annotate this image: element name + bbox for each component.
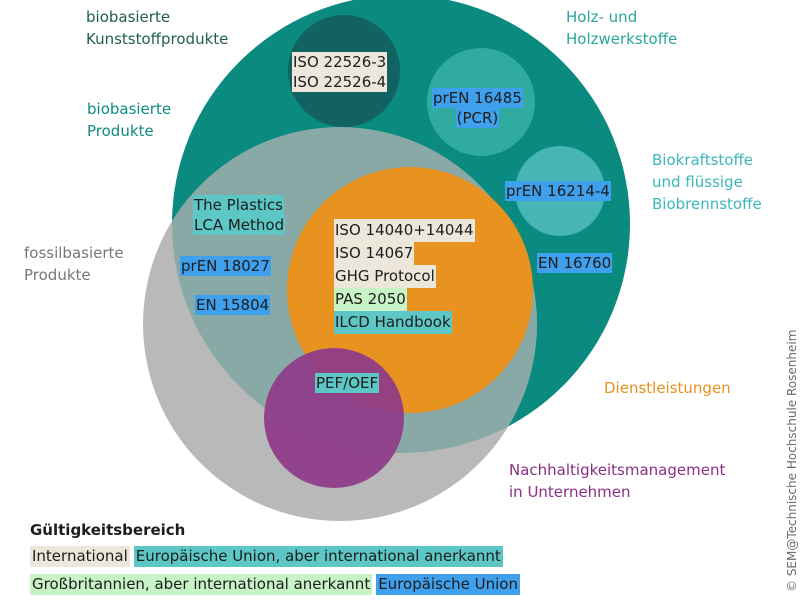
label-services: Dienstleistungen xyxy=(604,377,731,399)
label-biofuels-line3: Biobrennstoffe xyxy=(652,195,762,213)
legend-title: Gültigkeitsbereich xyxy=(30,521,186,539)
label-biofuels: Biokraftstoffe und flüssige Biobrennstof… xyxy=(652,149,762,215)
label-wood-line1: Holz- und xyxy=(566,8,638,26)
label-biofuels-line2: und flüssige xyxy=(652,173,743,191)
label-biobased-plastics-line2: Kunststoffprodukte xyxy=(86,30,229,48)
std-pren-18027-text: prEN 18027 xyxy=(180,256,271,276)
std-iso-22526: ISO 22526-3 ISO 22526-4 xyxy=(292,52,388,92)
label-biobased-products-line2: Produkte xyxy=(87,122,154,140)
label-fossil-products: fossilbasierte Produkte xyxy=(24,242,124,286)
std-plastics-lca-line2: LCA Method xyxy=(193,215,286,235)
label-biobased-products: biobasierte Produkte xyxy=(87,98,171,142)
std-pren-16485-line1: prEN 16485 xyxy=(432,88,523,108)
label-biofuels-line1: Biokraftstoffe xyxy=(652,151,754,169)
label-fossil-products-line1: fossilbasierte xyxy=(24,244,124,262)
std-pren-16485: prEN 16485 (PCR) xyxy=(432,88,523,128)
label-sustainability-line2: in Unternehmen xyxy=(509,483,631,501)
label-sustainability-line1: Nachhaltigkeitsmanagement xyxy=(509,461,726,479)
std-iso-22526-3: ISO 22526-3 xyxy=(292,52,388,72)
label-biobased-plastics: biobasierte Kunststoffprodukte xyxy=(86,6,228,50)
label-fossil-products-line2: Produkte xyxy=(24,266,91,284)
std-services-list: ISO 14040+14044 ISO 14067 GHG Protocol P… xyxy=(334,219,475,334)
std-plastics-lca-line1: The Plastics xyxy=(193,195,284,215)
label-sustainability: Nachhaltigkeitsmanagement in Unternehmen xyxy=(509,459,725,503)
label-services-text: Dienstleistungen xyxy=(604,379,731,397)
label-biobased-plastics-line1: biobasierte xyxy=(86,8,171,26)
std-en-15804-text: EN 15804 xyxy=(195,295,271,315)
std-pren-16214-4-text: prEN 16214-4 xyxy=(505,181,611,201)
std-plastics-lca: The Plastics LCA Method xyxy=(193,195,286,235)
std-pef-oef: PEF/OEF xyxy=(315,373,380,393)
std-pef-oef-text: PEF/OEF xyxy=(315,373,380,393)
legend-international: International xyxy=(30,546,130,567)
std-iso-22526-4: ISO 22526-4 xyxy=(292,72,388,92)
std-iso-14040: ISO 14040+14044 xyxy=(334,219,475,242)
std-pren-18027: prEN 18027 xyxy=(180,256,271,276)
legend-uk-international: Großbritannien, aber international anerk… xyxy=(30,574,373,595)
std-pren-16485-line2: (PCR) xyxy=(455,108,500,128)
legend-eu: Europäische Union xyxy=(376,574,520,595)
std-pren-16214-4: prEN 16214-4 xyxy=(505,181,611,201)
std-ilcd-handbook: ILCD Handbook xyxy=(334,311,452,334)
label-biobased-products-line1: biobasierte xyxy=(87,100,172,118)
label-wood: Holz- und Holzwerkstoffe xyxy=(566,6,677,50)
label-wood-line2: Holzwerkstoffe xyxy=(566,30,678,48)
copyright-notice: © SEM@Technische Hochschule Rosenheim xyxy=(785,329,799,592)
std-en-16760: EN 16760 xyxy=(537,253,613,273)
std-iso-14067: ISO 14067 xyxy=(334,242,415,265)
std-en-16760-text: EN 16760 xyxy=(537,253,613,273)
legend-row-2: Großbritannien, aber international anerk… xyxy=(30,574,524,595)
legend-eu-international: Europäische Union, aber international an… xyxy=(133,546,503,567)
std-ghg-protocol: GHG Protocol xyxy=(334,265,436,288)
std-pas-2050: PAS 2050 xyxy=(334,288,407,311)
sustainability-circle xyxy=(264,348,404,488)
std-en-15804: EN 15804 xyxy=(195,295,271,315)
